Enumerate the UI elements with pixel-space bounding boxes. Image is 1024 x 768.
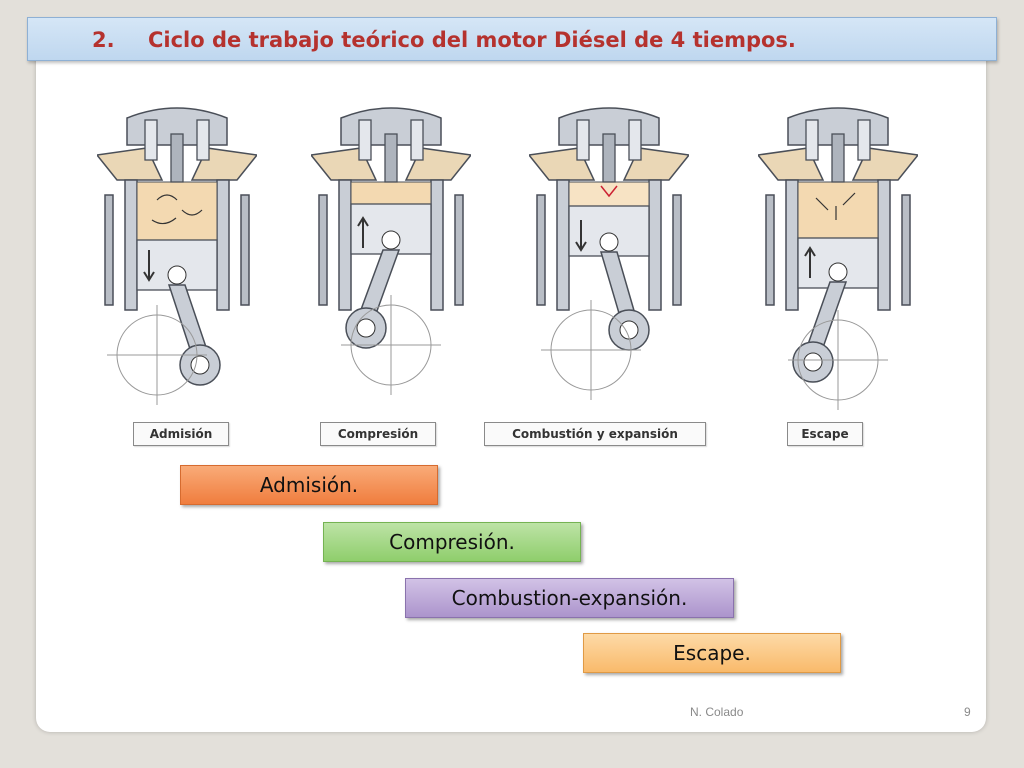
engine-illustration-combustion — [529, 100, 689, 410]
diagram-label-escape: Escape — [787, 422, 863, 446]
engine-diagram-escape — [758, 100, 918, 410]
diagram-label-admision: Admisión — [133, 422, 229, 446]
engine-illustration-compresion — [311, 100, 471, 410]
footer-author: N. Colado — [690, 705, 743, 719]
stroke-box-escape: Escape. — [583, 633, 841, 673]
engine-illustration-escape — [758, 100, 918, 410]
stroke-box-compresion: Compresión. — [323, 522, 581, 562]
diagram-label-combustion: Combustión y expansión — [484, 422, 706, 446]
engine-illustration-admision — [97, 100, 257, 410]
slide-title: Ciclo de trabajo teórico del motor Diése… — [148, 28, 796, 52]
engine-diagram-combustion — [529, 100, 689, 410]
slide-title-number: 2. — [92, 28, 115, 52]
engine-diagram-compresion — [311, 100, 471, 410]
engine-diagram-admision — [97, 100, 257, 410]
stroke-box-admision: Admisión. — [180, 465, 438, 505]
page-number: 9 — [964, 705, 971, 719]
diagram-label-compresion: Compresión — [320, 422, 436, 446]
stroke-box-combustion: Combustion-expansión. — [405, 578, 734, 618]
